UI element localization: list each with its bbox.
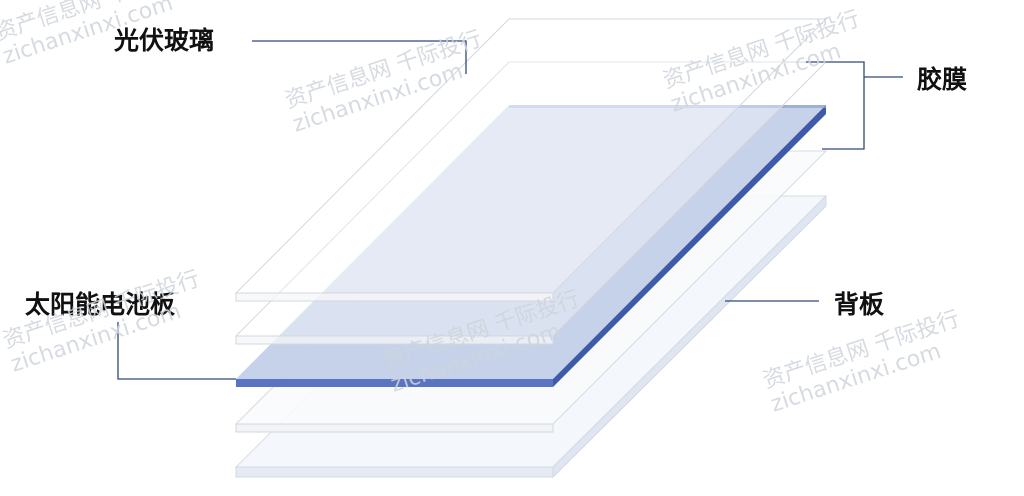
film-bracket-line [806,61,865,150]
cell-leader-line [117,322,236,380]
solar-cell-layer [236,105,826,387]
solar-cell-label: 太阳能电池板 [25,290,176,319]
backsheet-label: 背板 [834,290,885,319]
glass-leader-line [252,40,467,74]
film-label: 胶膜 [917,65,968,94]
pv-glass-label: 光伏玻璃 [114,26,215,55]
pv-glass-layer [234,18,828,302]
